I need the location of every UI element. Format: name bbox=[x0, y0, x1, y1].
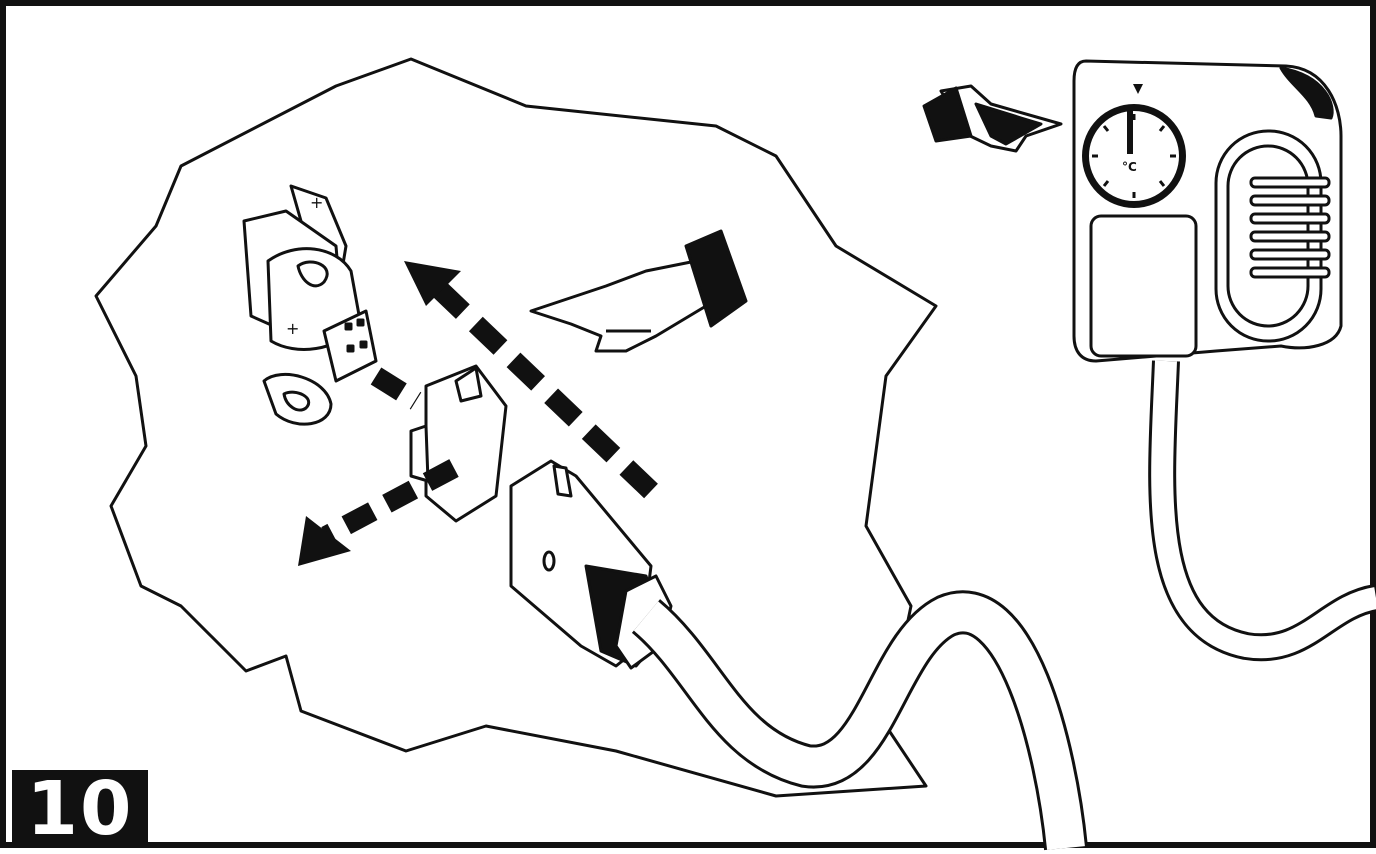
pointing-hand-thermostat-icon bbox=[922, 84, 1063, 153]
step-number-badge: 10 bbox=[12, 770, 148, 848]
dial-unit-label: °C bbox=[1122, 160, 1137, 174]
svg-text:+: + bbox=[286, 319, 299, 338]
illustration: + + bbox=[94, 57, 1376, 851]
wall-socket: + + bbox=[242, 184, 378, 426]
thermostat-window bbox=[1089, 214, 1198, 358]
arrow-insert bbox=[404, 261, 658, 499]
svg-text:+: + bbox=[310, 193, 323, 212]
wall-cutout-outline bbox=[94, 57, 938, 798]
arrow-remove-cover bbox=[298, 367, 459, 566]
thermostat bbox=[1072, 59, 1343, 363]
temperature-dial: °C bbox=[1082, 84, 1186, 208]
thermostat-vents bbox=[1249, 176, 1331, 279]
pointing-hand-icon bbox=[529, 229, 748, 353]
socket-cover bbox=[409, 364, 508, 523]
